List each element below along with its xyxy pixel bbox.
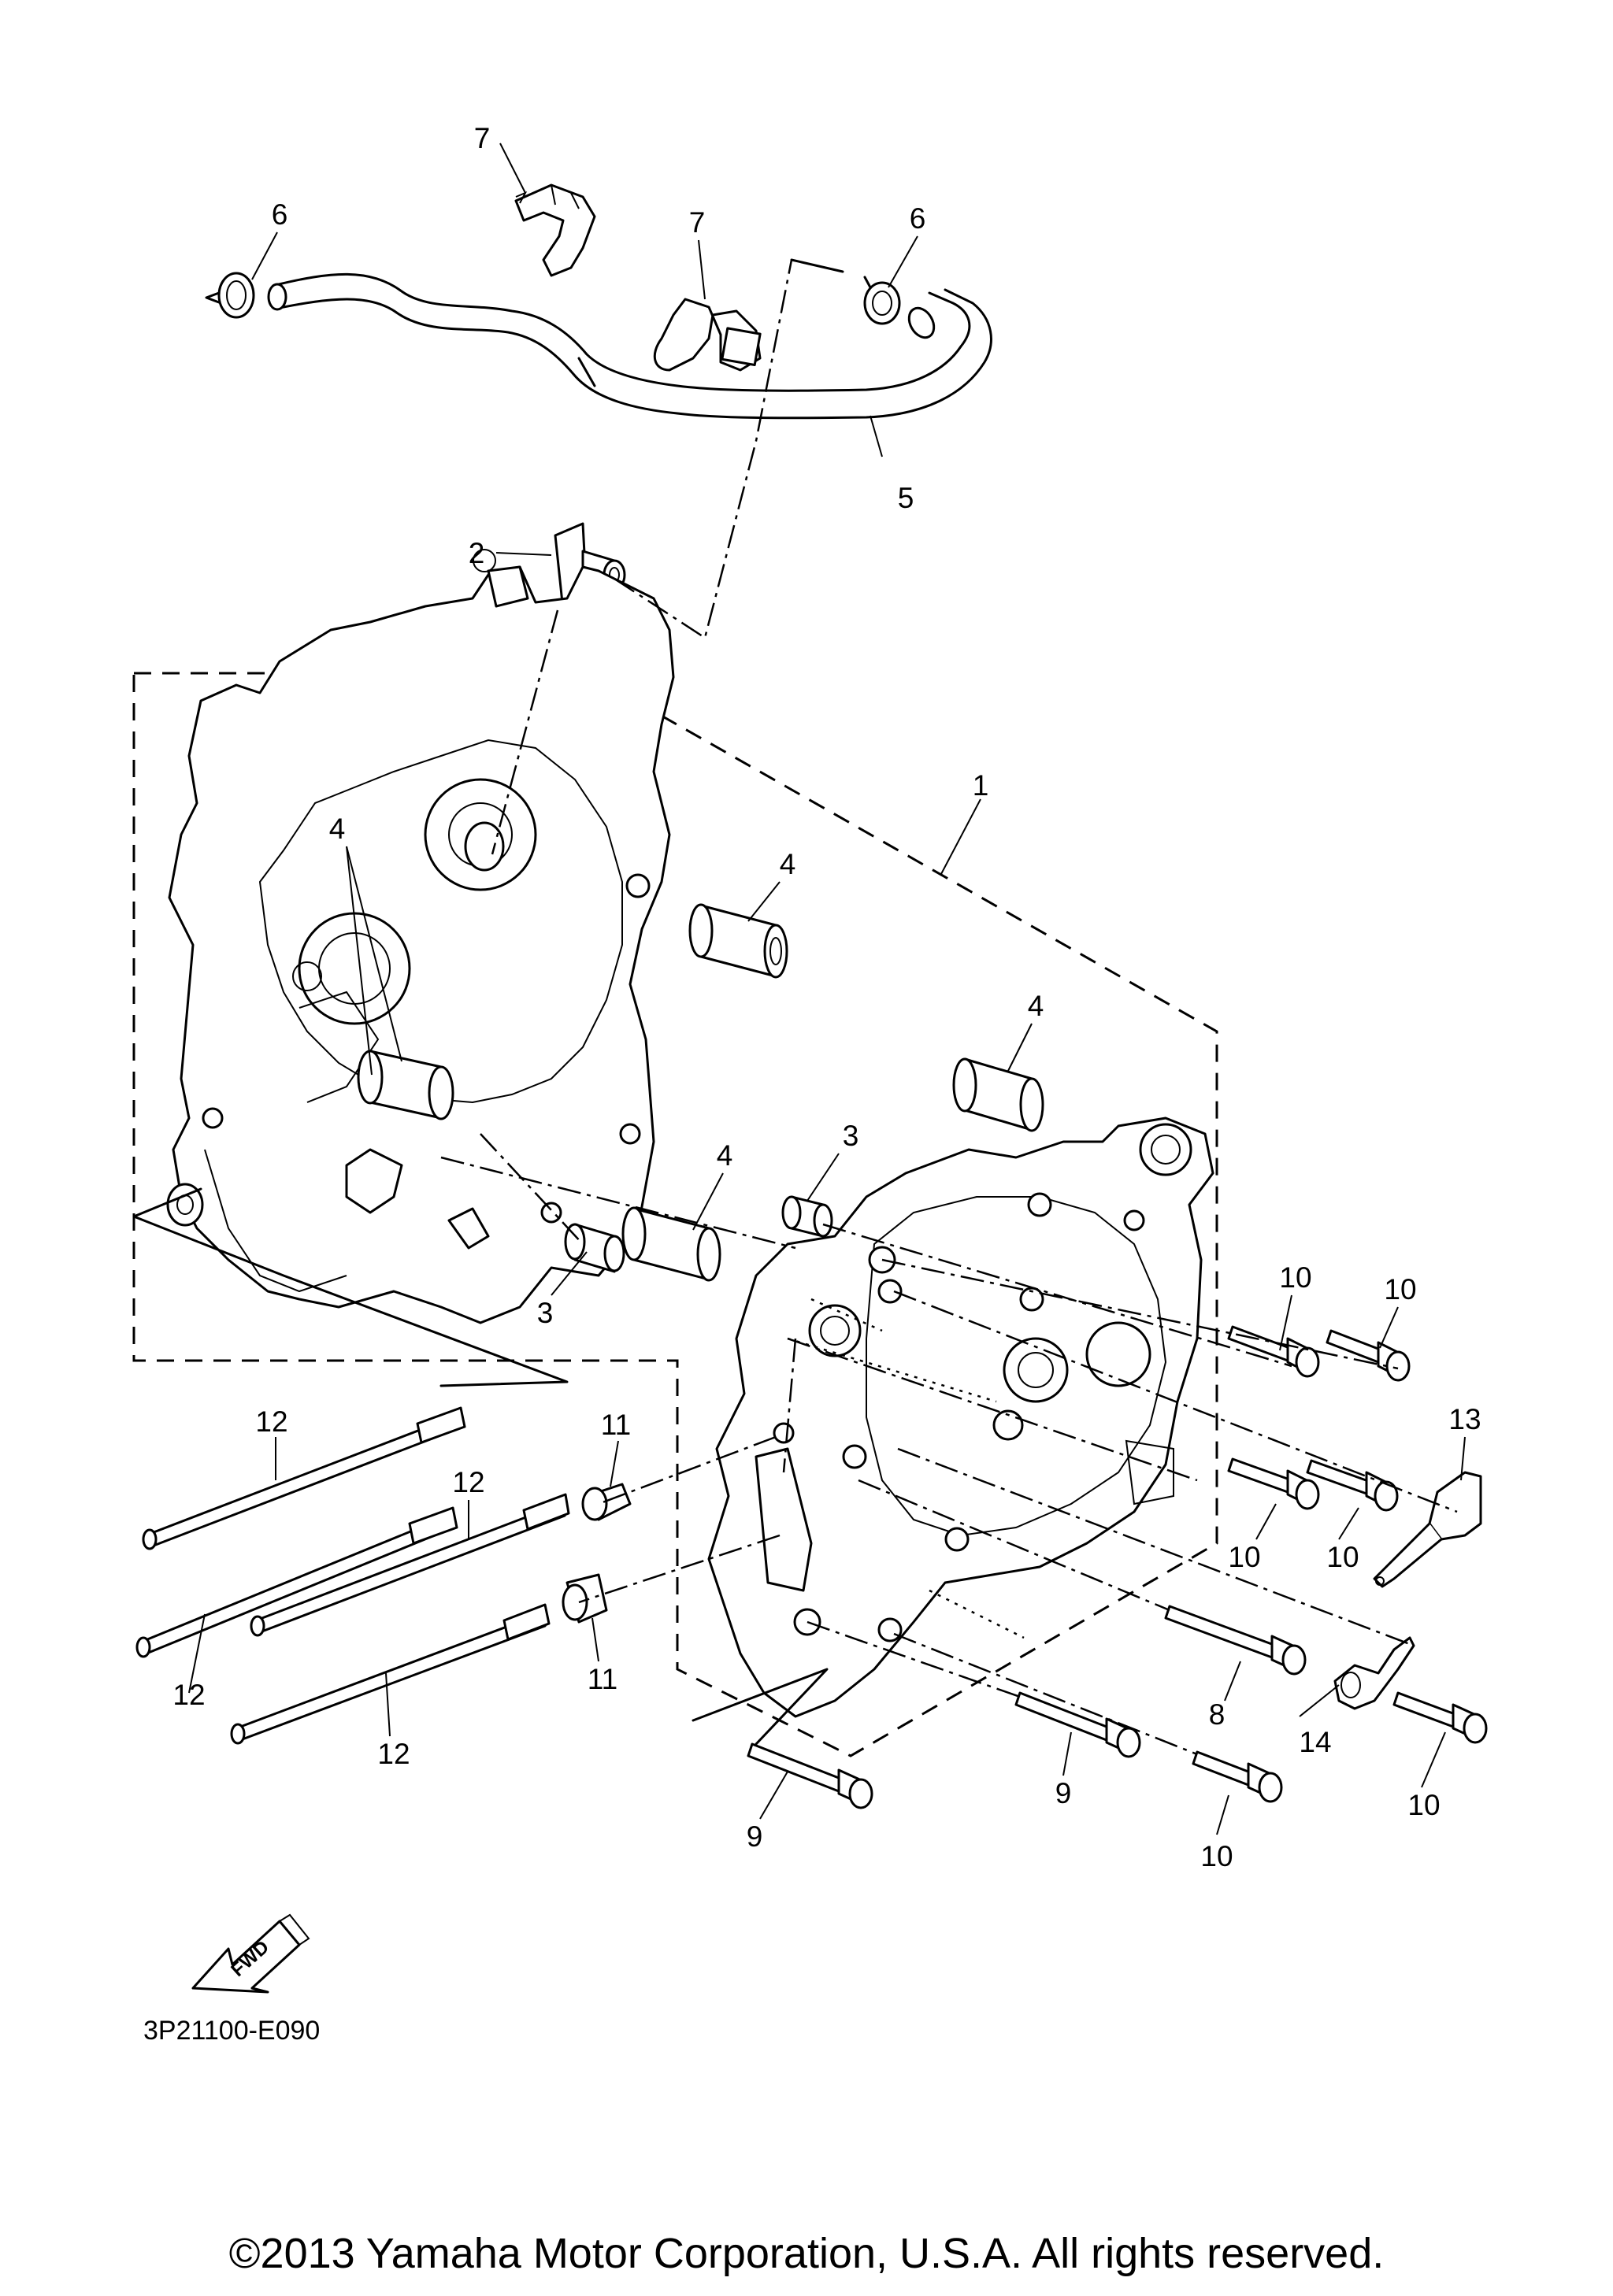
stud-bolt-2 [135,1506,458,1658]
bolt-10-lower-a [1192,1750,1283,1803]
hose-clamp-right [863,276,901,325]
callout-9-left: 9 [747,1820,763,1853]
forward-direction-arrow: FWD [191,1913,310,1994]
dowel-pin-upper [688,903,788,979]
callout-4-upper: 4 [780,848,796,880]
bolt-10-middle-b [1306,1459,1399,1512]
bolt-8 [1164,1605,1307,1676]
alignment-lines [440,258,1458,1756]
cap-lower [562,1573,608,1624]
collar-right [781,1195,833,1238]
hose-holder-lower [653,298,762,372]
bolt-10-upper-a [1227,1325,1320,1378]
bracket [1373,1471,1482,1588]
callout-1: 1 [973,769,989,802]
diagram-code: 3P21100-E090 [143,2016,320,2046]
callout-10-lower-a: 10 [1200,1840,1233,1872]
cap-upper [581,1483,632,1521]
callout-7-lower: 7 [689,206,706,239]
callout-10-lower-b: 10 [1407,1789,1440,1821]
callout-2: 2 [469,537,485,569]
callout-12-top: 12 [255,1405,287,1438]
stud-bolt-4 [230,1603,551,1745]
bolt-10-lower-b [1392,1691,1488,1744]
stud-bolt-3 [250,1493,570,1637]
callout-4-left: 4 [329,813,346,845]
dowel-pin-middle [621,1206,721,1282]
leader-lines [188,143,1466,1835]
callout-10-middle-b: 10 [1326,1541,1359,1573]
callout-5: 5 [898,482,914,514]
callout-12-bottom: 12 [377,1738,410,1770]
callout-14: 14 [1299,1726,1331,1758]
lower-bolt-bracket [692,1668,829,1746]
callout-6-left: 6 [272,198,288,231]
stud-bolt-1 [142,1406,466,1550]
stud-bolt-bracket [132,1215,569,1387]
callout-10-upper-a: 10 [1279,1261,1311,1294]
crankcase-group-boundary [132,672,1218,1757]
callout-9-right: 9 [1055,1777,1072,1809]
bolt-9-right [1014,1691,1141,1758]
callout-12-second: 12 [452,1466,484,1498]
left-crankcase [166,549,675,1324]
stud-bolt-bracket-upper [132,1187,202,1218]
hose-clamp-left [205,272,255,319]
callout-10-middle-a: 10 [1228,1541,1260,1573]
callout-4-right: 4 [1028,990,1044,1022]
breather-hose [267,272,992,420]
callout-11-upper: 11 [601,1409,631,1441]
callout-10-upper-b: 10 [1384,1273,1416,1305]
callout-3-right: 3 [843,1120,859,1152]
callout-6-right: 6 [910,202,926,235]
callout-12-third: 12 [172,1679,205,1711]
callout-7-upper: 7 [474,122,491,154]
copyright-notice: ©2013 Yamaha Motor Corporation, U.S.A. A… [229,2230,1385,2277]
callout-4-middle: 4 [717,1139,733,1172]
dowel-pin-right [952,1057,1044,1132]
callout-8: 8 [1209,1698,1226,1731]
bolt-10-upper-b [1326,1329,1411,1382]
bolt-9-left [747,1742,873,1809]
callout-13: 13 [1448,1403,1481,1435]
hose-holder-upper [514,183,596,277]
callout-3-left: 3 [537,1297,554,1329]
bolt-10-middle-a [1227,1457,1320,1510]
callout-11-lower: 11 [588,1663,617,1695]
collar-left [564,1223,625,1273]
